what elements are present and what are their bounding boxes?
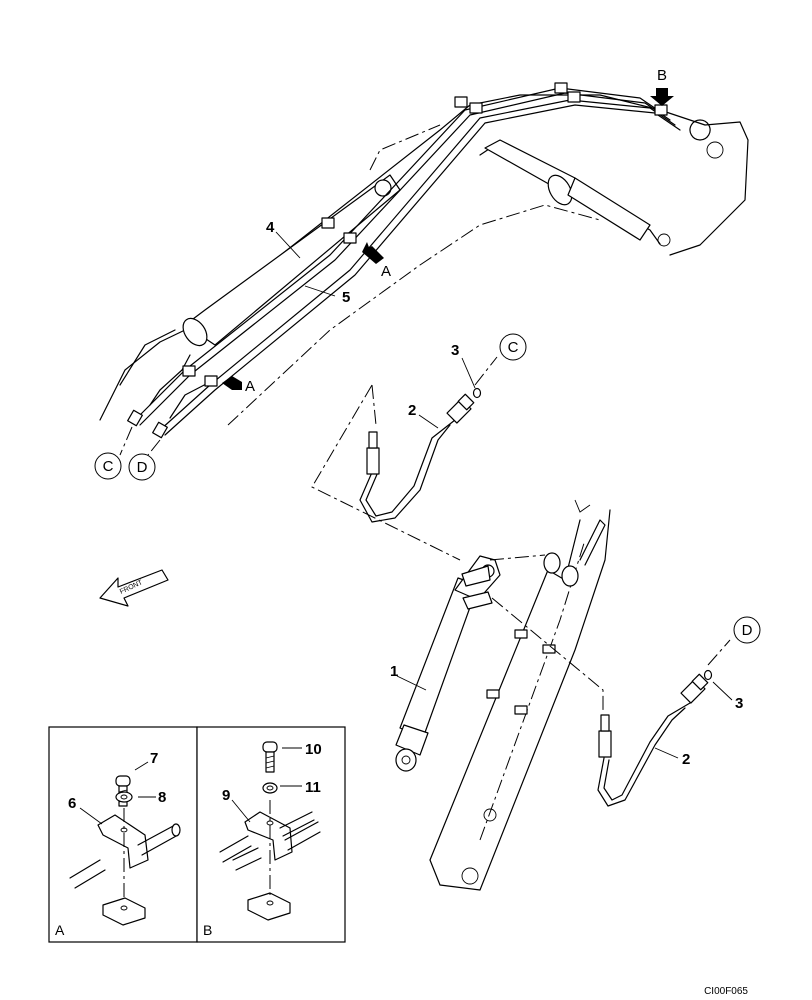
part-label-5: 5 (342, 289, 350, 306)
svg-text:C: C (103, 458, 114, 475)
detail-label-a: A (55, 922, 65, 938)
part-label-2-upper: 2 (408, 402, 416, 419)
pin-bracket (543, 519, 606, 587)
pipe-end-fittings (127, 409, 168, 439)
front-direction-arrow: FRONT (99, 569, 169, 607)
part-label-8: 8 (158, 789, 166, 806)
callout-d-left: D (128, 453, 156, 481)
pipe-clamps (182, 82, 668, 387)
detail-view-a: A 7 8 6 (48, 726, 198, 943)
boom-outline (99, 94, 749, 426)
part-label-10: 10 (305, 741, 322, 758)
boom-cylinder (182, 139, 651, 347)
detail-view-b: B 10 11 9 (196, 726, 346, 943)
part-label-11: 11 (305, 779, 321, 796)
part-label-6: 6 (68, 795, 76, 812)
detail-label-b: B (203, 922, 212, 938)
svg-text:D: D (137, 459, 148, 476)
callout-c-right: C (499, 333, 527, 361)
section-arrow-b: B (650, 67, 674, 106)
part-label-7: 7 (150, 750, 158, 767)
section-arrow-a-upper: A (362, 242, 391, 280)
part-label-1: 1 (390, 663, 398, 680)
section-label-a-lower: A (245, 378, 255, 395)
o-ring-upper (472, 387, 482, 399)
section-label-a-upper: A (381, 263, 391, 280)
part-label-4: 4 (266, 219, 275, 236)
svg-text:D: D (742, 622, 753, 639)
o-ring-lower (703, 669, 713, 681)
image-code: CI00F065 (704, 986, 748, 997)
hose-lower (597, 673, 709, 807)
part-label-3-upper: 3 (451, 342, 459, 359)
section-arrow-a-lower: A (222, 376, 255, 395)
section-label-b: B (657, 67, 667, 84)
arm-cylinder (395, 555, 501, 772)
svg-text:C: C (508, 339, 519, 356)
callout-c-left: C (94, 452, 122, 480)
arm-outline (429, 499, 611, 891)
hose-upper (359, 393, 475, 523)
part-label-2-lower: 2 (682, 751, 690, 768)
part-label-9: 9 (222, 787, 230, 804)
callout-d-right: D (733, 616, 761, 644)
part-label-3-lower: 3 (735, 695, 743, 712)
